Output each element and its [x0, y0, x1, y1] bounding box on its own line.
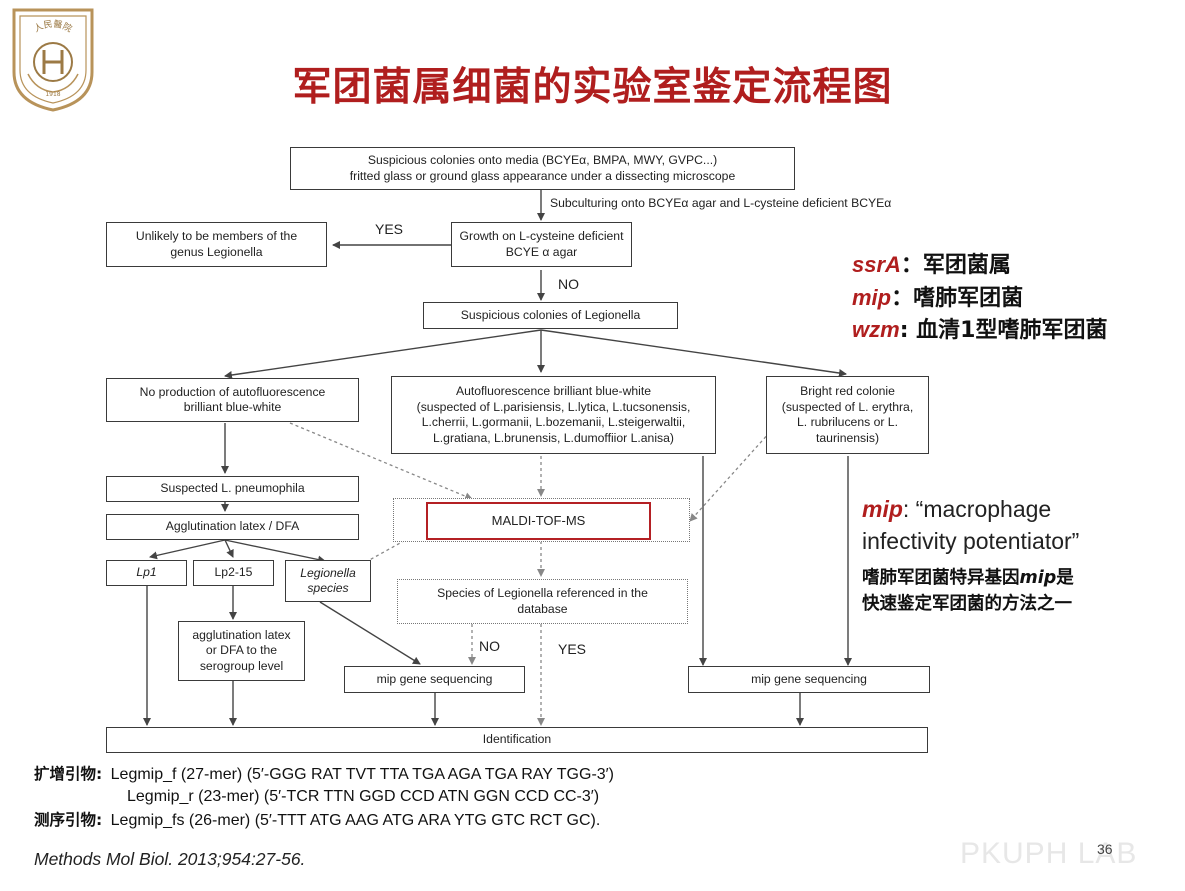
unlikely-box: Unlikely to be members of the genus Legi… — [106, 222, 327, 267]
agglutination-text: Agglutination latex / DFA — [165, 519, 300, 534]
species-database-line-2: database — [517, 601, 568, 616]
no-auto-line-2: brilliant blue-white — [183, 400, 282, 414]
species-database-line-1: Species of Legionella referenced in the — [437, 586, 648, 600]
no-auto-line-1: No production of autofluorescence — [139, 384, 326, 399]
page-title: 军团菌属细菌的实验室鉴定流程图 — [292, 65, 893, 110]
species-database-box: Species of Legionella referenced in the … — [397, 579, 688, 624]
mip-sequencing-text-2: mip gene sequencing — [751, 671, 867, 686]
mip-def-line-2: infectivity potentiator” — [862, 528, 1080, 554]
citation: Methods Mol Biol. 2013;954:27-56. — [34, 849, 306, 869]
no-autofluorescence-box: No production of autofluorescence brilli… — [106, 378, 359, 422]
note-line-1-pre: 嗜肺军团菌特异基因 — [862, 568, 1020, 588]
logo-year: 1918 — [45, 91, 60, 98]
yes-label-2: YES — [558, 641, 587, 657]
unlikely-line-2: genus Legionella — [170, 244, 263, 259]
auto-line-1: Autofluorescence brilliant blue-white — [455, 384, 652, 398]
colonies-box: Suspicious colonies onto media (BCYEα, B… — [290, 147, 795, 190]
page-number: 36 — [1097, 841, 1113, 857]
legionella-species-box: Legionella species — [285, 560, 371, 602]
ssra-note: ssrA：军团菌属 — [852, 250, 1011, 281]
bright-red-line-2: (suspected of L. erythra, — [781, 399, 914, 414]
mip-note: mip：嗜肺军团菌 — [852, 283, 1023, 314]
no-label-1: NO — [558, 276, 579, 292]
legmip-f-text: Legmip_f (27-mer) (5′-GGG RAT TVT TTA TG… — [110, 766, 614, 783]
agg-latex-line-2: or DFA to the — [205, 643, 278, 658]
hospital-logo: 人民醫院 1918 — [12, 8, 94, 112]
ssra-text: ：军团菌属 — [900, 253, 1011, 278]
legionella-species-line-1: Legionella — [300, 565, 356, 580]
watermark: PKUPH LAB — [960, 837, 1138, 870]
agglutination-latex-box: agglutination latex or DFA to the serogr… — [178, 621, 305, 681]
lp1-text: Lp1 — [136, 565, 157, 580]
amp-primer-label: 扩增引物: — [34, 765, 103, 783]
legmip-r-text: Legmip_r (23-mer) (5′-TCR TTN GGD CCD AT… — [127, 788, 600, 805]
growth-box: Growth on L-cysteine deficient BCYE α ag… — [451, 222, 632, 267]
note-line-1-post: 是 — [1056, 568, 1074, 588]
maldi-tof-ms-text: MALDI-TOF-MS — [491, 513, 586, 529]
note-line-2: 快速鉴定军团菌的方法之一 — [862, 594, 1072, 614]
growth-line-1: Growth on L-cysteine deficient — [459, 229, 624, 243]
wzm-text: : 血清1型嗜肺军团菌 — [899, 318, 1108, 343]
lp2-15-box: Lp2-15 — [193, 560, 274, 586]
amplification-primer-f: 扩增引物: Legmip_f (27-mer) (5′-GGG RAT TVT … — [34, 763, 614, 786]
auto-line-4: L.gratiana, L.brunensis, L.dumoffiior L.… — [433, 430, 674, 445]
mip-def-key: mip — [862, 496, 903, 522]
auto-line-3: L.cherrii, L.gormanii, L.bozemanii, L.st… — [421, 415, 686, 429]
suspected-pneumophila-text: Suspected L. pneumophila — [160, 481, 305, 496]
subculturing-label: Subculturing onto BCYEα agar and L-cyste… — [550, 196, 892, 210]
suspected-pneumophila-box: Suspected L. pneumophila — [106, 476, 359, 502]
growth-line-2: BCYE α agar — [505, 244, 578, 259]
unlikely-line-1: Unlikely to be members of the — [135, 229, 298, 243]
no-label-2: NO — [479, 638, 500, 654]
mip-def-line-1: : “macrophage — [902, 496, 1052, 522]
yes-label-1: YES — [375, 221, 404, 237]
legionella-species-line-2: species — [307, 581, 349, 595]
mip-sequencing-box-1: mip gene sequencing — [344, 666, 525, 693]
bright-red-box: Bright red colonie (suspected of L. eryt… — [766, 376, 929, 454]
mip-definition: mip: “macrophage infectivity potentiator… — [862, 493, 1079, 557]
mip-text: ：嗜肺军团菌 — [891, 286, 1024, 311]
identification-box: Identification — [106, 727, 928, 753]
agg-latex-line-3: serogroup level — [199, 658, 284, 673]
suspicious-legionella-text: Suspicious colonies of Legionella — [460, 307, 641, 322]
bright-red-line-1: Bright red colonie — [800, 384, 895, 398]
colonies-line-1: Suspicious colonies onto media (BCYEα, B… — [367, 153, 718, 167]
agg-latex-line-1: agglutination latex — [192, 627, 291, 642]
bright-red-line-4: taurinensis) — [816, 430, 879, 445]
mip-sequencing-box-2: mip gene sequencing — [688, 666, 930, 693]
sequencing-primer: 测序引物: Legmip_fs (26-mer) (5′-TTT ATG AAG… — [34, 809, 600, 832]
mip-method-note: 嗜肺军团菌特异基因mip是 快速鉴定军团菌的方法之一 — [862, 565, 1074, 617]
identification-text: Identification — [482, 732, 552, 747]
amplification-primer-r: Legmip_r (23-mer) (5′-TCR TTN GGD CCD AT… — [127, 786, 599, 808]
lp2-15-text: Lp2-15 — [214, 565, 253, 580]
note-line-1-key: mip — [1019, 568, 1057, 588]
suspicious-legionella-box: Suspicious colonies of Legionella — [423, 302, 678, 329]
wzm-key: wzm — [852, 317, 900, 342]
legmip-fs-text: Legmip_fs (26-mer) (5′-TTT ATG AAG ATG A… — [110, 812, 601, 829]
mip-key: mip — [852, 285, 892, 310]
agglutination-box: Agglutination latex / DFA — [106, 514, 359, 540]
mip-sequencing-text-1: mip gene sequencing — [376, 671, 493, 686]
colonies-line-2: fritted glass or ground glass appearance… — [349, 168, 736, 183]
bright-red-line-3: L. rubrilucens or L. — [797, 415, 898, 429]
lp1-box: Lp1 — [106, 560, 187, 586]
auto-line-2: (suspected of L.parisiensis, L.lytica, L… — [416, 399, 691, 414]
seq-primer-label: 测序引物: — [34, 811, 103, 829]
wzm-note: wzm: 血清1型嗜肺军团菌 — [852, 315, 1107, 346]
maldi-tof-ms-box: MALDI-TOF-MS — [426, 502, 651, 540]
ssra-key: ssrA — [852, 252, 901, 277]
autofluorescence-box: Autofluorescence brilliant blue-white (s… — [391, 376, 716, 454]
